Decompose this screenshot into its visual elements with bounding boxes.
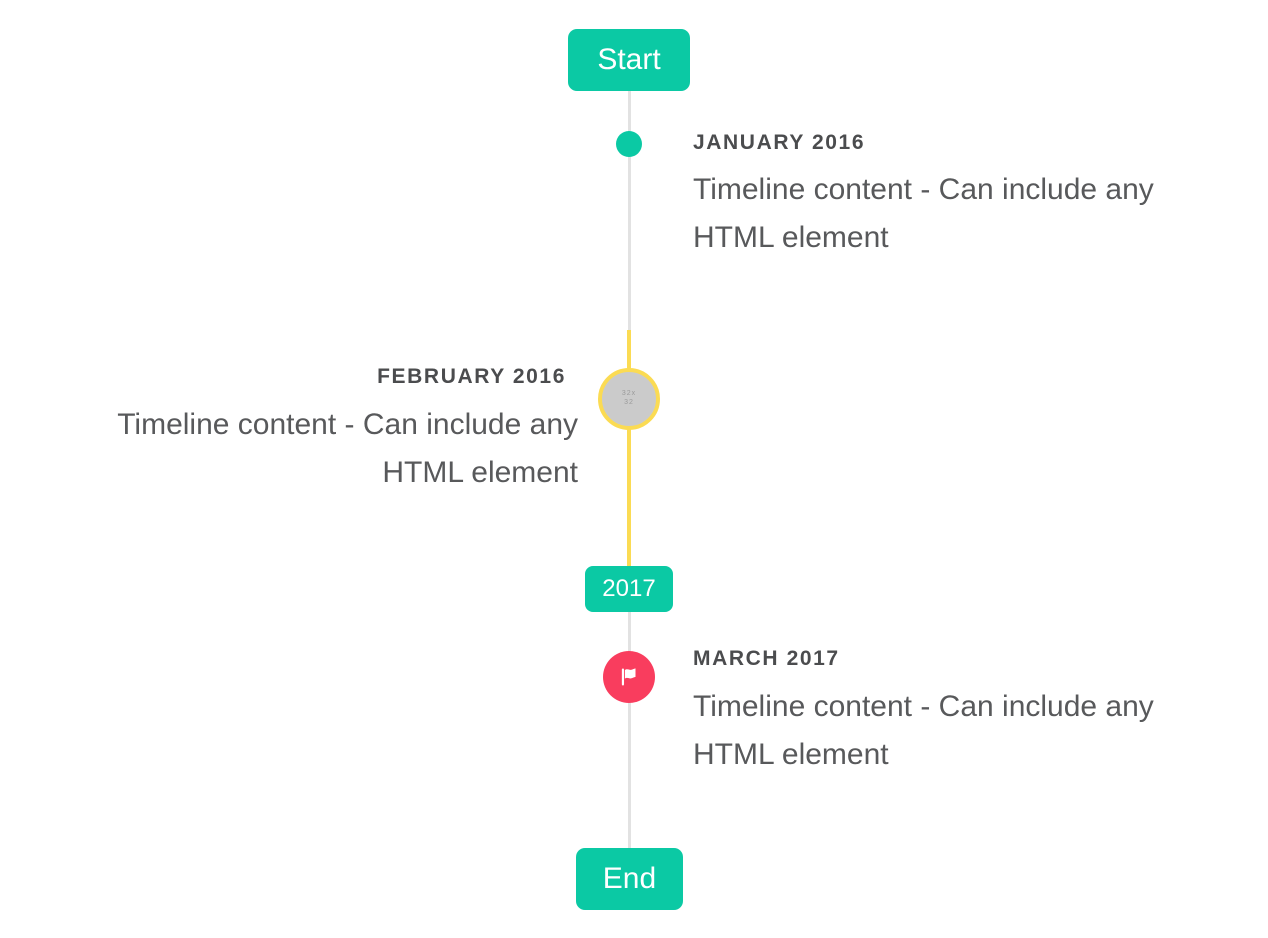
item-content-line: HTML element (693, 221, 889, 254)
item-content-line: HTML element (693, 738, 889, 771)
item-content: Timeline content - Can include any HTML … (693, 166, 1154, 262)
item-title-january-2016: JANUARY 2016 (693, 131, 866, 154)
year-badge-2017[interactable]: 2017 (585, 566, 673, 612)
timeline-line-segment (628, 610, 631, 848)
broken-image-placeholder: 32x32 (621, 390, 637, 406)
timeline-image-marker[interactable]: 32x32 (598, 368, 660, 430)
item-content-line: Timeline content - Can include any (693, 173, 1154, 206)
item-content: Timeline content - Can include any HTML … (693, 683, 1154, 779)
item-content: Timeline content - Can include any HTML … (117, 401, 578, 497)
flag-icon (621, 668, 636, 686)
item-content-line: Timeline content - Can include any (117, 408, 578, 441)
start-button[interactable]: Start (568, 29, 690, 91)
timeline-line-segment-active (627, 330, 631, 570)
timeline-line-segment (628, 91, 631, 330)
item-title-march-2017: MARCH 2017 (693, 647, 840, 670)
end-button[interactable]: End (576, 848, 683, 910)
item-title-february-2016: FEBRUARY 2016 (377, 365, 566, 388)
item-content-line: Timeline content - Can include any (693, 690, 1154, 723)
timeline-flag-marker[interactable] (603, 651, 655, 703)
timeline-dot-marker (616, 131, 642, 157)
item-content-line: HTML element (382, 456, 578, 489)
